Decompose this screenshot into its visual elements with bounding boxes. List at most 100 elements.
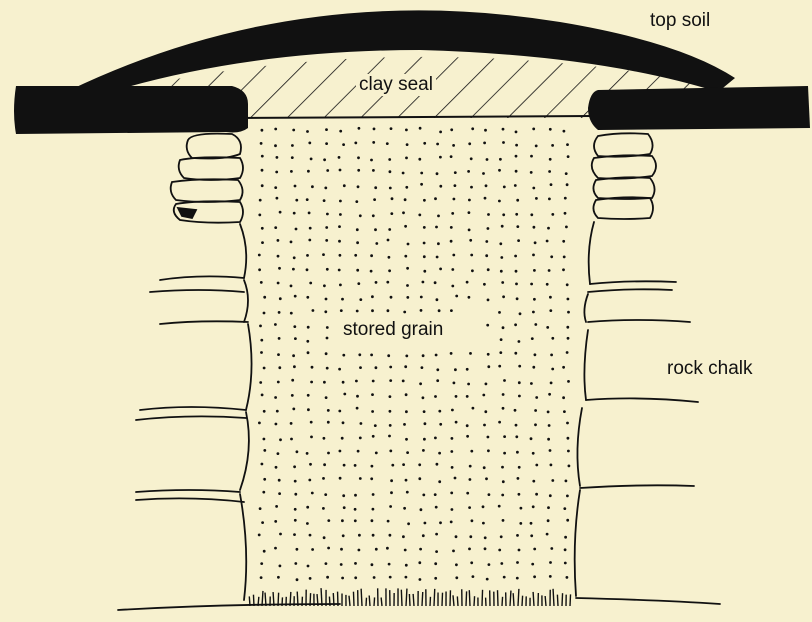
grain-dot xyxy=(405,479,408,482)
grain-dot xyxy=(277,353,280,356)
grain-dot xyxy=(375,366,378,369)
grain-dot xyxy=(342,421,345,424)
grain-dot xyxy=(343,464,346,467)
grain-dot xyxy=(515,270,518,273)
grain-dot xyxy=(451,437,454,440)
grain-dot xyxy=(487,227,490,230)
grain-dot xyxy=(263,438,266,441)
grain-dot xyxy=(326,268,329,271)
grain-dot xyxy=(450,450,453,453)
floor-hatch-stroke xyxy=(406,589,407,606)
grain-dot xyxy=(326,337,329,340)
grain-dot xyxy=(530,155,533,158)
grain-dot xyxy=(483,424,486,427)
grain-dot xyxy=(279,533,282,536)
grain-dot xyxy=(309,534,312,537)
grain-dot xyxy=(325,128,328,131)
grain-dot xyxy=(534,323,537,326)
grain-dot xyxy=(275,505,278,508)
grain-dot xyxy=(567,437,570,440)
grain-dot xyxy=(502,407,505,410)
grain-dot xyxy=(563,256,566,259)
grain-dot xyxy=(291,144,294,147)
grain-dot xyxy=(420,309,423,312)
grain-dot xyxy=(484,410,487,413)
grain-dot xyxy=(468,506,471,509)
grain-dot xyxy=(310,381,313,384)
grain-dot xyxy=(455,563,458,566)
grain-dot xyxy=(279,565,282,568)
grain-dot xyxy=(419,548,422,551)
grain-dot xyxy=(484,197,487,200)
grain-dot xyxy=(327,519,330,522)
grain-dot xyxy=(374,424,377,427)
grain-dot xyxy=(423,199,426,202)
left-ground-slab xyxy=(14,86,248,134)
grain-dot xyxy=(436,172,439,175)
grain-dot xyxy=(338,225,341,228)
grain-dot xyxy=(357,156,360,159)
grain-dot xyxy=(370,270,373,273)
grain-dot xyxy=(390,491,393,494)
grain-dot xyxy=(549,309,552,312)
grain-dot xyxy=(371,309,374,312)
grain-dot xyxy=(567,155,570,158)
grain-dot xyxy=(423,255,426,258)
grain-dot xyxy=(423,242,426,245)
grain-dot xyxy=(487,299,490,302)
grain-dot xyxy=(292,268,295,271)
floor-hatch-stroke xyxy=(457,596,458,606)
grain-dot xyxy=(498,365,501,368)
grain-dot xyxy=(450,352,453,355)
floor-hatch-stroke xyxy=(317,594,318,606)
grain-dot xyxy=(291,379,294,382)
grain-dot xyxy=(277,282,280,285)
grain-dot xyxy=(360,422,363,425)
grain-dot xyxy=(389,410,392,413)
grain-dot xyxy=(276,156,279,159)
grain-dot xyxy=(418,463,421,466)
grain-dot xyxy=(439,521,442,524)
grain-dot xyxy=(482,394,485,397)
grain-dot xyxy=(275,466,278,469)
floor-hatch-stroke xyxy=(310,593,311,606)
grain-dot xyxy=(276,197,279,200)
grain-dot xyxy=(343,184,346,187)
grain-dot xyxy=(294,508,297,511)
grain-dot xyxy=(419,578,422,581)
grain-dot xyxy=(327,409,330,412)
grain-dot xyxy=(551,479,554,482)
grain-dot xyxy=(263,478,266,481)
grain-dot xyxy=(406,491,409,494)
grain-dot xyxy=(370,477,373,480)
grain-dot xyxy=(439,156,442,159)
grain-dot xyxy=(500,535,503,538)
grain-dot xyxy=(434,437,437,440)
grain-dot xyxy=(260,281,263,284)
grain-dot xyxy=(355,200,358,203)
grain-dot xyxy=(356,228,359,231)
grain-dot xyxy=(389,424,392,427)
grain-dot xyxy=(261,155,264,158)
grain-dot xyxy=(436,143,439,146)
grain-dot xyxy=(548,393,551,396)
grain-dot xyxy=(402,463,405,466)
grain-dot xyxy=(418,158,421,161)
grain-dot xyxy=(402,535,405,538)
grain-dot xyxy=(564,562,567,565)
grain-dot xyxy=(546,326,549,329)
grain-dot xyxy=(374,186,377,189)
grain-dot xyxy=(359,214,362,217)
grain-dot xyxy=(295,199,298,202)
grain-dot xyxy=(546,533,549,536)
grain-dot xyxy=(263,449,266,452)
grain-dot xyxy=(454,477,457,480)
grain-dot xyxy=(566,422,569,425)
grain-dot xyxy=(340,563,343,566)
grain-dot xyxy=(563,507,566,510)
grain-dot xyxy=(354,494,357,497)
grain-dot xyxy=(519,312,522,315)
grain-dot xyxy=(453,382,456,385)
grain-dot xyxy=(390,127,393,130)
grain-dot xyxy=(450,240,453,243)
